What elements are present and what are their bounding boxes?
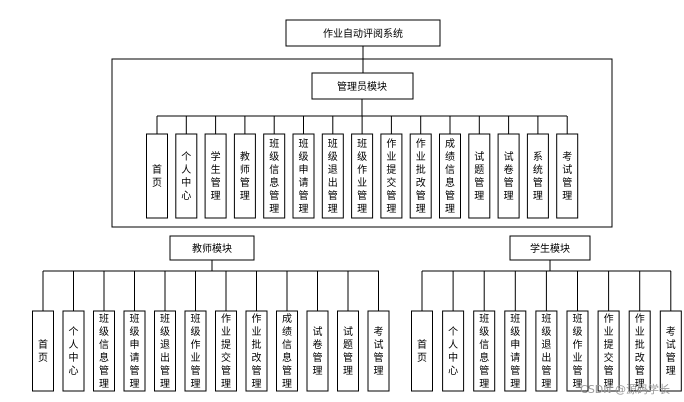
student-child-box bbox=[566, 310, 589, 392]
admin-child-label: 首页 bbox=[152, 163, 162, 189]
student-child-label: 个人中心 bbox=[448, 326, 458, 377]
admin-child-box bbox=[146, 133, 168, 219]
teacher-module-node: 教师模块 bbox=[169, 235, 255, 261]
teacher-child-box bbox=[306, 310, 329, 392]
student-child-box bbox=[535, 310, 558, 392]
admin-child-label: 教师管理 bbox=[240, 150, 250, 202]
admin-child-box bbox=[556, 133, 579, 219]
student-child-label: 考试管理 bbox=[666, 326, 676, 377]
teacher-child-label: 班级作业管理 bbox=[191, 313, 201, 390]
teacher-child-box bbox=[62, 310, 85, 392]
teacher-child-box bbox=[276, 310, 298, 392]
admin-child-box bbox=[409, 133, 432, 219]
root-node: 作业自动评阅系统 bbox=[285, 19, 441, 47]
admin-child-box bbox=[497, 133, 520, 219]
admin-module-label: 管理员模块 bbox=[337, 80, 387, 93]
student-module-label: 学生模块 bbox=[530, 242, 570, 255]
admin-child-box bbox=[380, 133, 403, 219]
admin-child-label: 作业提交管理 bbox=[386, 138, 396, 215]
teacher-child-label: 作业批改管理 bbox=[252, 313, 262, 390]
teacher-child-box bbox=[245, 310, 268, 392]
admin-child-label: 班级信息管理 bbox=[269, 138, 279, 215]
teacher-child-label: 作业提交管理 bbox=[221, 313, 231, 390]
admin-child-box bbox=[351, 133, 374, 219]
student-child-label: 作业提交管理 bbox=[604, 313, 614, 390]
admin-child-box bbox=[468, 133, 491, 219]
teacher-child-label: 首页 bbox=[38, 338, 48, 364]
student-child-label: 班级退出管理 bbox=[541, 313, 551, 390]
teacher-module-label: 教师模块 bbox=[192, 242, 232, 255]
admin-child-label: 班级申请管理 bbox=[299, 138, 309, 215]
teacher-child-box bbox=[93, 310, 115, 392]
admin-child-box bbox=[526, 133, 549, 219]
admin-child-label: 考试管理 bbox=[562, 151, 572, 202]
teacher-child-box bbox=[337, 310, 359, 392]
student-child-box bbox=[628, 310, 651, 392]
admin-child-label: 成绩信息管理 bbox=[445, 138, 455, 215]
admin-child-label: 班级退出管理 bbox=[328, 138, 338, 215]
student-children: 首页 个人中心 班级信息管理 班级申请管理 班级退出管理 班级作业管理 作业提交管理 作业批改… bbox=[411, 271, 682, 392]
admin-child-box bbox=[175, 133, 198, 219]
teacher-child-box bbox=[123, 310, 146, 392]
student-child-box bbox=[473, 310, 496, 392]
teacher-child-label: 试卷管理 bbox=[313, 325, 323, 377]
student-connectors bbox=[422, 260, 671, 272]
watermark-text: CSDN @源码学长 bbox=[580, 382, 670, 396]
student-child-box bbox=[411, 310, 433, 392]
student-child-box bbox=[442, 310, 465, 392]
admin-child-label: 作业批改管理 bbox=[416, 138, 426, 215]
admin-child-box bbox=[204, 133, 227, 219]
teacher-child-box bbox=[154, 310, 176, 392]
teacher-child-label: 班级信息管理 bbox=[99, 313, 109, 390]
teacher-child-label: 个人中心 bbox=[69, 326, 79, 377]
student-child-label: 班级信息管理 bbox=[479, 313, 489, 390]
admin-child-box bbox=[321, 133, 344, 219]
teacher-child-box bbox=[215, 310, 237, 392]
admin-child-box bbox=[263, 133, 286, 219]
student-child-box bbox=[504, 310, 527, 392]
teacher-child-box bbox=[367, 310, 390, 392]
admin-child-label: 个人中心 bbox=[181, 151, 191, 202]
student-child-box bbox=[597, 310, 620, 392]
teacher-connectors bbox=[43, 260, 379, 272]
admin-child-label: 班级作业管理 bbox=[357, 138, 367, 215]
admin-child-box bbox=[439, 133, 461, 219]
admin-child-label: 系统管理 bbox=[533, 151, 543, 202]
teacher-child-box bbox=[184, 310, 207, 392]
admin-children: 首页 个人中心 学生管理 教师管理 班级信息管理 班级申请管理 班级退出管理 班级作业管理 作业… bbox=[146, 116, 579, 219]
root-label: 作业自动评阅系统 bbox=[323, 27, 403, 40]
teacher-child-label: 试题管理 bbox=[343, 325, 353, 377]
student-module-node: 学生模块 bbox=[509, 235, 591, 261]
teacher-child-label: 班级申请管理 bbox=[130, 313, 140, 390]
student-child-label: 班级作业管理 bbox=[573, 313, 583, 390]
admin-child-label: 试题管理 bbox=[474, 150, 484, 202]
admin-child-label: 学生管理 bbox=[211, 150, 221, 202]
admin-child-label: 试卷管理 bbox=[504, 150, 514, 202]
teacher-child-label: 考试管理 bbox=[374, 326, 384, 377]
teacher-children: 首页 个人中心 班级信息管理 班级申请管理 班级退出管理 班级作业管理 作业提交管理 作业批改… bbox=[32, 271, 390, 392]
student-child-label: 作业批改管理 bbox=[635, 313, 645, 390]
student-child-label: 班级申请管理 bbox=[510, 313, 520, 390]
admin-module-node: 管理员模块 bbox=[311, 72, 414, 100]
teacher-child-box bbox=[32, 310, 54, 392]
teacher-child-label: 成绩信息管理 bbox=[282, 313, 292, 390]
student-child-box bbox=[659, 310, 682, 392]
teacher-child-label: 班级退出管理 bbox=[160, 313, 170, 390]
student-child-label: 首页 bbox=[417, 338, 427, 364]
admin-child-box bbox=[233, 133, 256, 219]
admin-child-box bbox=[292, 133, 315, 219]
